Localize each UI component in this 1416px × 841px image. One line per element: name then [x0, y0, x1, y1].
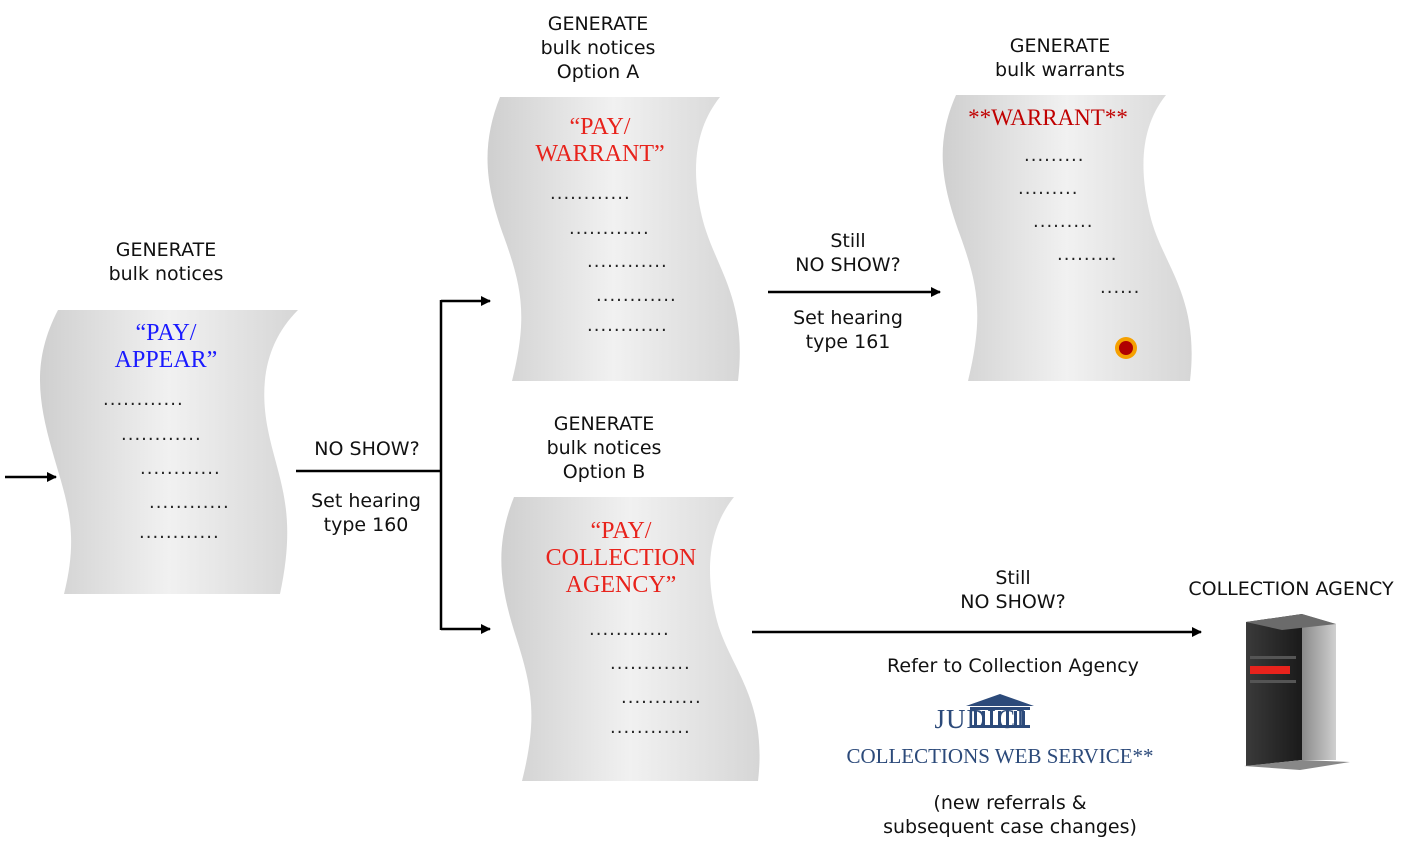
title-line: “PAY/ — [590, 518, 652, 544]
title-line: “PAY/ — [135, 320, 197, 346]
doc4-dots-1: ............ — [589, 619, 670, 640]
title-line: APPEAR” — [114, 347, 218, 373]
note-line: subsequent case changes) — [883, 816, 1137, 838]
doc3-title: **WARRANT** — [958, 104, 1138, 131]
doc4-scroll-shape — [501, 497, 760, 781]
question-line: NO SHOW? — [795, 254, 901, 276]
question-line: Still — [830, 230, 866, 252]
still-no-show-question-b: Still NO SHOW? — [940, 566, 1086, 614]
doc1-dots-2: ............ — [121, 424, 202, 445]
seal-icon — [1115, 337, 1137, 359]
question-line: Still — [995, 567, 1031, 589]
heading-line: GENERATE — [115, 239, 217, 261]
doc4-dots-3: ............ — [621, 687, 702, 708]
doc4-title: “PAY/ COLLECTION AGENCY” — [536, 518, 706, 599]
doc4-dots-2: ............ — [610, 653, 691, 674]
set-hearing-160: Set hearing type 160 — [290, 489, 442, 537]
doc1-dots-4: ............ — [149, 492, 230, 513]
doc3-scroll-shape — [942, 95, 1192, 381]
doc2-dots-2: ............ — [569, 218, 650, 239]
set-hearing-161: Set hearing type 161 — [772, 306, 924, 354]
heading-line: GENERATE — [1009, 35, 1111, 57]
doc3-dots-5: ...... — [1100, 277, 1141, 298]
doc2-heading: GENERATE bulk notices Option A — [518, 12, 678, 84]
judici-logo: JUDICI COLLECTIONS WEB SERVICE** — [840, 690, 1160, 770]
doc2-dots-5: ............ — [587, 315, 668, 336]
referrals-note: (new referrals & subsequent case changes… — [820, 791, 1200, 839]
title-line: COLLECTION — [545, 545, 697, 571]
collection-agency-label: COLLECTION AGENCY — [1188, 578, 1394, 600]
heading-line: GENERATE — [547, 13, 649, 35]
server-icon — [1244, 614, 1350, 770]
doc3-dots-3: ......... — [1033, 211, 1094, 232]
doc2-dots-4: ............ — [596, 285, 677, 306]
title-line: WARRANT” — [535, 141, 665, 167]
heading-line: Option B — [562, 461, 646, 483]
action-line: type 161 — [805, 331, 891, 353]
action-line: type 160 — [323, 514, 409, 536]
doc1-heading: GENERATE bulk notices — [86, 238, 246, 286]
heading-line: bulk warrants — [995, 59, 1125, 81]
collections-web-service-wordmark: COLLECTIONS WEB SERVICE** — [846, 744, 1154, 768]
doc3-dots-1: ......... — [1024, 145, 1085, 166]
doc2-dots-3: ............ — [587, 251, 668, 272]
title-line: “PAY/ — [569, 114, 631, 140]
doc1-scroll-shape — [40, 310, 298, 594]
doc1-dots-1: ............ — [103, 389, 184, 410]
heading-line: GENERATE — [553, 413, 655, 435]
still-no-show-question: Still NO SHOW? — [775, 229, 921, 277]
question-line: NO SHOW? — [960, 591, 1066, 613]
doc2-scroll-shape — [487, 97, 740, 381]
heading-line: bulk notices — [546, 437, 662, 459]
heading-line: bulk notices — [540, 37, 656, 59]
title-line: **WARRANT** — [968, 105, 1128, 130]
heading-line: bulk notices — [108, 263, 224, 285]
heading-line: Option A — [556, 61, 640, 83]
doc3-dots-4: ......... — [1057, 244, 1118, 265]
doc1-title: “PAY/ APPEAR” — [76, 320, 256, 374]
doc2-title: “PAY/ WARRANT” — [520, 114, 680, 168]
note-line: (new referrals & — [933, 792, 1087, 814]
doc2-dots-1: ............ — [550, 183, 631, 204]
doc4-dots-4: ............ — [610, 717, 691, 738]
action-line: Set hearing — [793, 307, 903, 329]
doc1-dots-3: ............ — [140, 458, 221, 479]
judici-wordmark: JUDICI — [934, 704, 1026, 734]
courthouse-icon — [966, 694, 1034, 728]
doc1-dots-5: ............ — [139, 522, 220, 543]
title-line: AGENCY” — [565, 572, 677, 598]
doc3-heading: GENERATE bulk warrants — [970, 34, 1150, 82]
doc4-heading: GENERATE bulk notices Option B — [524, 412, 684, 484]
refer-to-collection-agency: Refer to Collection Agency — [887, 655, 1139, 677]
action-line: Set hearing — [311, 490, 421, 512]
no-show-question: NO SHOW? — [314, 438, 420, 460]
doc3-dots-2: ......... — [1018, 178, 1079, 199]
